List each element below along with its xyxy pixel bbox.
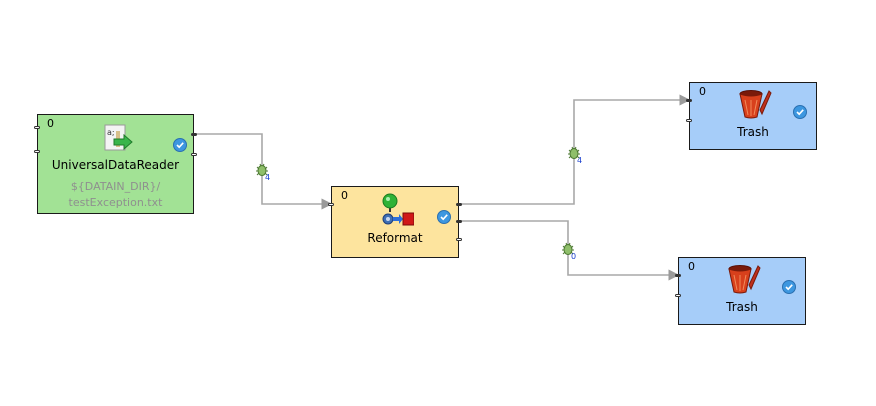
output-port[interactable] [456,238,462,241]
trash-bucket-icon [739,90,772,119]
status-check-icon [437,210,451,224]
node-universal-data-reader[interactable]: 0 a; UniversalDataReader ${DATAIN_DIR}/ … [34,114,197,214]
node-phase: 0 [341,189,348,202]
node-title: UniversalDataReader [51,158,180,172]
debug-bug-icon[interactable] [560,241,576,257]
node-reformat[interactable]: 0 Reformat [328,186,462,258]
debug-bug-icon[interactable] [566,145,582,161]
input-port[interactable] [675,294,681,297]
edge-record-count: 4 [577,156,583,165]
file-url-line1: ${DATAIN_DIR}/ [70,180,161,193]
node-title: Reformat [367,231,423,245]
output-port[interactable] [191,153,197,156]
input-port[interactable] [686,119,692,122]
node-phase: 0 [699,85,706,98]
reformat-icon [382,193,414,226]
input-port[interactable] [34,150,40,153]
trash-bucket-icon [728,265,761,294]
node-title: Trash [737,125,769,139]
node-trash-top[interactable]: 0 Trash [686,82,817,150]
status-check-icon [173,138,187,152]
output-port[interactable] [456,203,462,206]
data-reader-icon: a; [104,124,133,151]
input-port[interactable] [686,99,692,102]
node-phase: 0 [47,117,54,130]
status-check-icon [782,280,796,294]
output-port[interactable] [456,220,462,223]
edge-record-count: 4 [265,173,271,182]
debug-bug-icon[interactable] [254,162,270,178]
input-port[interactable] [328,203,334,206]
input-port[interactable] [675,274,681,277]
svg-text:a;: a; [107,128,115,137]
edge-record-count: 0 [571,252,577,261]
node-title: Trash [726,300,758,314]
status-check-icon [793,105,807,119]
node-phase: 0 [688,260,695,273]
input-port[interactable] [34,126,40,129]
output-port[interactable] [191,133,197,136]
file-url-line2: testException.txt [68,196,163,209]
node-trash-bottom[interactable]: 0 Trash [675,257,806,325]
